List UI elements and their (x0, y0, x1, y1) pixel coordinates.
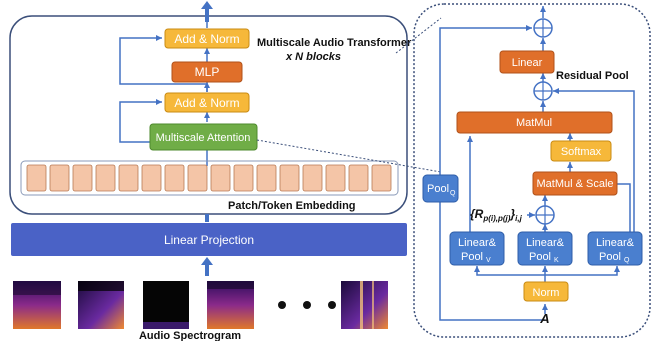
add-circle-relpos (535, 205, 555, 225)
add-norm-top-box: Add & Norm (164, 28, 250, 49)
token-patch (210, 164, 231, 192)
rp-linear-box: Linear (499, 50, 555, 74)
svg-text:Pool: Pool (461, 251, 483, 263)
rp-linear-pool-q-box: Linear& Pool Q (587, 231, 643, 266)
token-patch (72, 164, 93, 192)
svg-text:V: V (486, 257, 491, 264)
token-patch (325, 164, 346, 192)
add-circle-residual (533, 81, 553, 101)
token-strip-frame (20, 160, 399, 196)
patch-token-embedding-label: Patch/Token Embedding (228, 200, 356, 212)
svg-text:Pool: Pool (599, 251, 621, 263)
residual-pool-frame (413, 3, 651, 338)
svg-text:Linear&: Linear& (526, 237, 565, 249)
svg-text:Pool: Pool (529, 251, 551, 263)
poolq-input-line (439, 200, 545, 321)
token-patch (256, 164, 277, 192)
rp-matmul-label: MatMul (516, 117, 552, 129)
token-patch (279, 164, 300, 192)
token-patch (348, 164, 369, 192)
rp-pool-q-box: Pool Q (422, 174, 459, 203)
spectrogram-3 (143, 281, 189, 329)
rp-pool-q-label: Pool (427, 183, 449, 195)
add-norm-bottom-box: Add & Norm (164, 92, 250, 113)
svg-text:K: K (554, 257, 559, 264)
svg-text:Q: Q (624, 257, 630, 264)
token-patch (49, 164, 70, 192)
rel-pos-label: {Rp(i),p(j)}i,j (470, 207, 523, 223)
token-patch (233, 164, 254, 192)
linear-projection-label: Linear Projection (164, 233, 254, 247)
multiscale-attention-label: Multiscale Attention (156, 132, 251, 144)
add-circle-top (533, 18, 553, 38)
residual-pool-title: Residual Pool (556, 70, 629, 82)
rp-matmul-scale-box: MatMul & Scale (532, 171, 618, 196)
spectrogram-2 (78, 281, 124, 329)
token-patch (302, 164, 323, 192)
rp-softmax-box: Softmax (550, 140, 612, 162)
rp-matmul-box: MatMul (456, 111, 613, 134)
token-patch (26, 164, 47, 192)
token-patch (187, 164, 208, 192)
ellipsis-dots (278, 301, 336, 309)
rp-softmax-label: Softmax (561, 146, 602, 158)
transformer-repeat-label: x N blocks (285, 51, 341, 63)
token-patch (95, 164, 116, 192)
svg-text:Linear&: Linear& (458, 237, 497, 249)
rp-input-label: A (539, 311, 549, 326)
svg-text:Linear&: Linear& (596, 237, 635, 249)
add-norm-bottom-label: Add & Norm (174, 96, 239, 110)
rp-pool-q-sub: Q (450, 190, 456, 197)
mlp-box: MLP (171, 61, 243, 83)
token-row (26, 164, 392, 192)
svg-text:{Rp(i),p(j)}i,j: {Rp(i),p(j)}i,j (470, 207, 523, 223)
token-patch (164, 164, 185, 192)
token-patch (141, 164, 162, 192)
token-patch (118, 164, 139, 192)
rp-linear-pool-v-box: Linear& Pool V (449, 231, 505, 266)
rp-norm-box: Norm (523, 281, 569, 302)
multiscale-attention-box: Multiscale Attention (149, 123, 258, 151)
transformer-title: Multiscale Audio Transformer (257, 37, 412, 49)
rp-linear-label: Linear (512, 57, 543, 69)
linear-projection-box: Linear Projection (11, 223, 407, 256)
rp-linear-pool-k-box: Linear& Pool K (517, 231, 573, 266)
add-norm-top-label: Add & Norm (174, 32, 239, 46)
spectrogram-1 (13, 281, 61, 329)
spectrogram-5 (341, 281, 388, 329)
audio-spectrogram-label: Audio Spectrogram (139, 330, 241, 341)
spectrogram-4 (207, 281, 254, 329)
token-patch (371, 164, 392, 192)
rp-norm-label: Norm (533, 287, 560, 299)
rp-matmul-scale-label: MatMul & Scale (536, 178, 613, 190)
mlp-label: MLP (195, 65, 220, 79)
